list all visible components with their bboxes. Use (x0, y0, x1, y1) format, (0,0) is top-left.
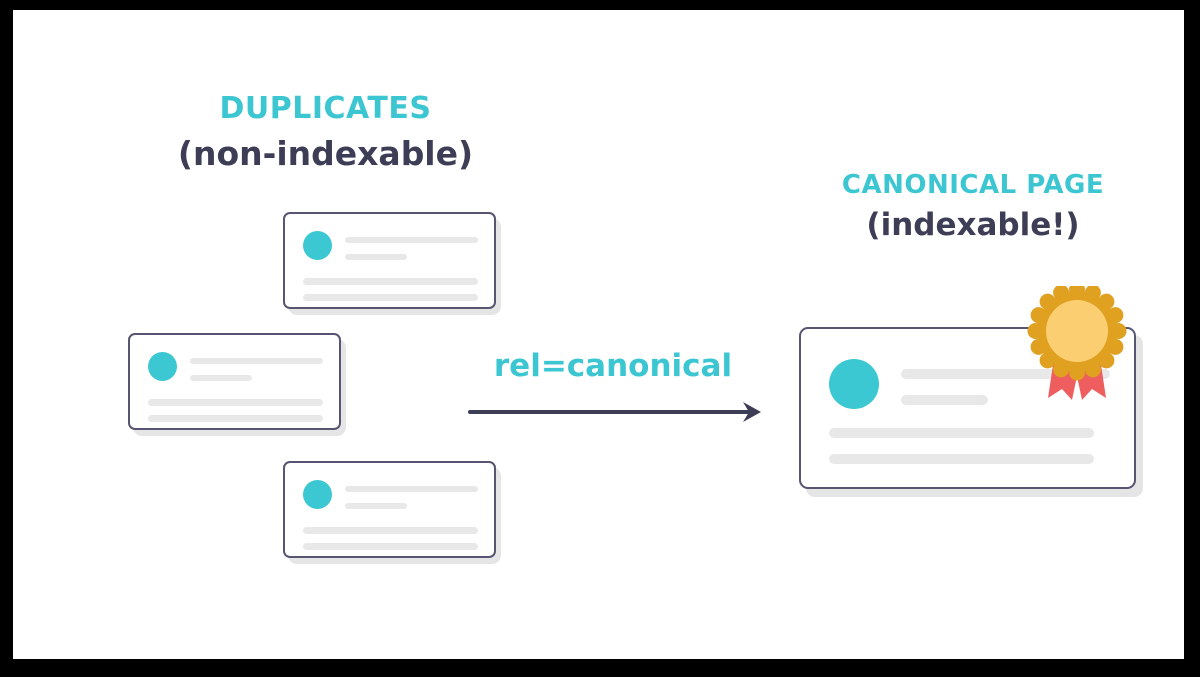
text-line-placeholder (345, 237, 478, 243)
text-line-placeholder (148, 415, 323, 422)
duplicates-title: DUPLICATES (219, 91, 432, 126)
canonical-title: CANONICAL PAGE (841, 170, 1105, 200)
avatar-circle-icon (303, 231, 332, 260)
duplicate-page-card (128, 333, 341, 430)
diagram-canvas: DUPLICATES (non-indexable) CANONICAL PAG… (13, 10, 1184, 659)
text-line-placeholder (303, 527, 478, 534)
canonical-heading: CANONICAL PAGE (indexable!) (788, 172, 1158, 241)
text-line-placeholder (303, 278, 478, 285)
rel-canonical-label: rel=canonical (493, 348, 733, 384)
canonical-page-card (799, 327, 1136, 489)
text-line-placeholder (901, 395, 988, 405)
text-line-placeholder (345, 503, 407, 509)
text-line-placeholder (303, 294, 478, 301)
text-line-placeholder (148, 399, 323, 406)
text-line-placeholder (190, 375, 252, 381)
duplicate-page-card (283, 461, 496, 558)
canonical-arrow-icon (468, 398, 763, 426)
text-line-placeholder (190, 358, 323, 364)
duplicates-subtitle: (non-indexable) (177, 134, 474, 173)
duplicate-page-card (283, 212, 496, 309)
text-line-placeholder (345, 486, 478, 492)
avatar-circle-icon (829, 359, 879, 409)
text-line-placeholder (345, 254, 407, 260)
canonical-subtitle: (indexable!) (866, 207, 1080, 243)
avatar-circle-icon (303, 480, 332, 509)
avatar-circle-icon (148, 352, 177, 381)
text-line-placeholder (829, 454, 1094, 464)
text-line-placeholder (901, 369, 1110, 379)
duplicates-heading: DUPLICATES (non-indexable) (143, 91, 508, 173)
award-rosette-icon (1024, 286, 1130, 403)
text-line-placeholder (829, 428, 1094, 438)
text-line-placeholder (303, 543, 478, 550)
